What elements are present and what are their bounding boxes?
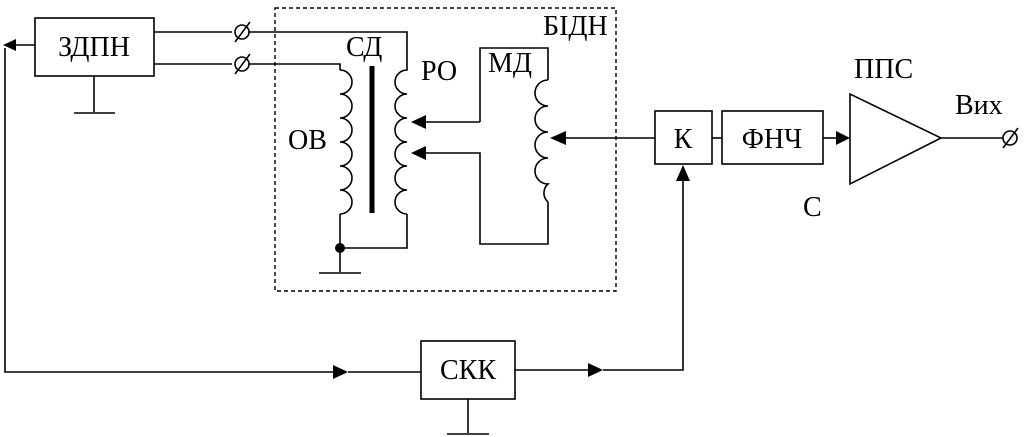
ro-coil — [394, 64, 408, 215]
skk-label: СКК — [440, 355, 496, 386]
skk-block: СКК — [420, 340, 516, 400]
skk-to-k-wire — [603, 180, 684, 371]
ov-label: ОВ — [288, 125, 327, 156]
terminal-top — [234, 21, 251, 43]
md-tap-wire-lower — [426, 152, 549, 245]
k-input-arrow — [676, 165, 690, 181]
skk-output-arrow — [588, 363, 603, 377]
md-label: МД — [488, 48, 532, 79]
zdpn-ground — [74, 76, 115, 114]
md-tap-wire-upper — [479, 47, 549, 122]
ro-tap-arrow-lower — [411, 146, 426, 160]
stator-top-wire — [249, 63, 341, 70]
k-block: К — [654, 110, 713, 165]
vyh-label: Вих — [955, 90, 1003, 121]
sd-label: СД — [346, 32, 382, 63]
k-label: К — [674, 124, 693, 155]
pps-amplifier — [849, 92, 943, 186]
output-terminal — [1002, 127, 1019, 149]
md-coil — [534, 79, 551, 203]
skk-input-arrow — [333, 365, 348, 379]
fnch-label: ФНЧ — [742, 124, 803, 155]
ov-coil — [339, 69, 353, 215]
terminal-bottom — [234, 53, 251, 75]
md-wiper-arrow — [550, 131, 566, 145]
zdpn-output-arrow — [3, 39, 16, 51]
c-label: С — [803, 192, 822, 223]
sd-ground — [319, 248, 361, 274]
bidn-boundary — [274, 7, 617, 292]
rotor-top-wire — [249, 31, 408, 64]
feedback-wire-left — [4, 48, 333, 373]
ro-tap-arrow-upper — [411, 115, 426, 129]
bidn-label: БІДН — [543, 11, 608, 42]
pps-label: ППС — [854, 54, 913, 85]
zdpn-block: ЗДПН — [34, 17, 155, 77]
ro-label: РО — [421, 56, 457, 87]
fnch-block: ФНЧ — [721, 110, 824, 165]
skk-ground — [447, 399, 489, 435]
pps-input-arrow — [836, 131, 850, 145]
zdpn-label: ЗДПН — [58, 32, 130, 63]
